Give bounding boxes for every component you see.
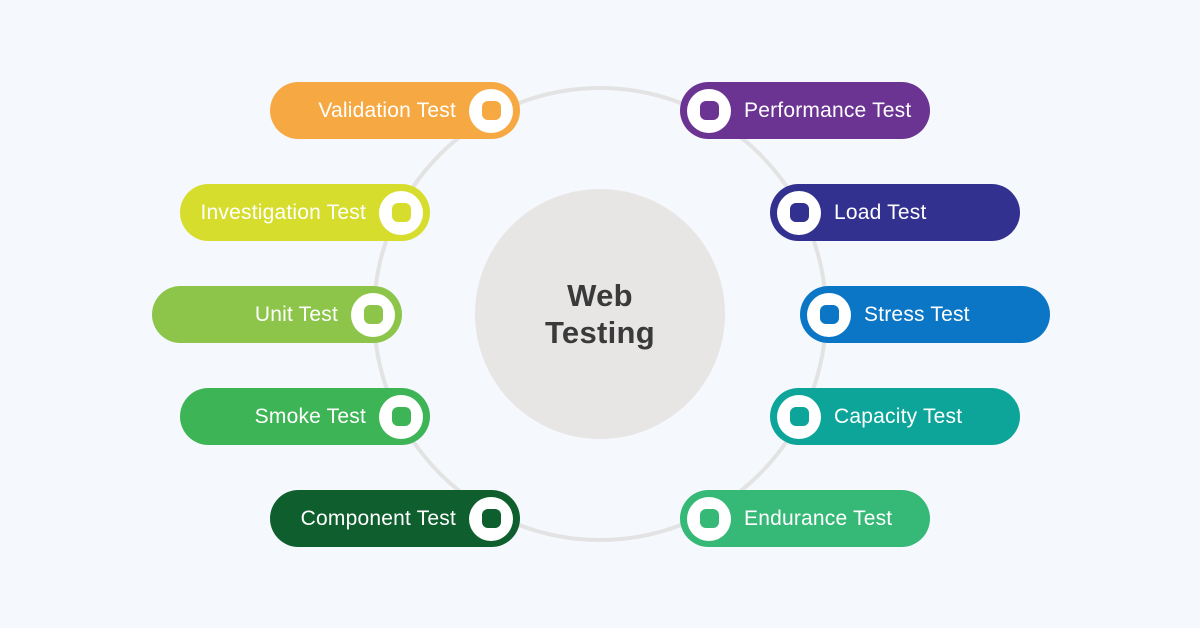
icon-inner-square	[391, 203, 411, 222]
icon-inner-square	[481, 101, 501, 120]
pill-unit-test: Unit Test	[152, 286, 402, 343]
pill-label: Load Test	[834, 200, 927, 224]
ring-square-icon	[379, 190, 423, 235]
pill-stress-test: Stress Test	[800, 286, 1050, 343]
pill-label: Capacity Test	[834, 404, 963, 428]
pill-label: Unit Test	[254, 302, 338, 326]
diagram-title-line-2: Testing	[544, 315, 656, 350]
pill-label: Stress Test	[864, 302, 970, 326]
pill-label: Validation Test	[318, 98, 456, 122]
icon-inner-square	[391, 407, 411, 426]
icon-inner-square	[481, 509, 501, 528]
ring-square-icon	[351, 292, 395, 337]
center-circle: Web Testing	[475, 189, 725, 439]
ring-square-icon	[469, 88, 513, 133]
pill-endurance-test: Endurance Test	[680, 490, 930, 547]
ring-square-icon	[777, 190, 821, 235]
ring-square-icon	[777, 394, 821, 439]
ring-square-icon	[469, 496, 513, 541]
pill-label: Smoke Test	[254, 404, 366, 428]
ring-square-icon	[687, 496, 731, 541]
pill-load-test: Load Test	[770, 184, 1020, 241]
icon-inner-square	[363, 305, 383, 324]
icon-inner-square	[699, 509, 719, 528]
ring-square-icon	[807, 292, 851, 337]
pill-capacity-test: Capacity Test	[770, 388, 1020, 445]
pill-smoke-test: Smoke Test	[180, 388, 430, 445]
icon-inner-square	[789, 407, 809, 426]
pill-validation-test: Validation Test	[270, 82, 520, 139]
pill-label: Endurance Test	[744, 506, 893, 530]
pill-label: Performance Test	[744, 98, 912, 122]
icon-inner-square	[789, 203, 809, 222]
ring-square-icon	[379, 394, 423, 439]
pill-label: Investigation Test	[200, 200, 366, 224]
pill-performance-test: Performance Test	[680, 82, 930, 139]
pill-investigation-test: Investigation Test	[180, 184, 430, 241]
diagram-title-line-1: Web	[567, 277, 633, 313]
pill-label: Component Test	[300, 506, 456, 530]
pill-component-test: Component Test	[270, 490, 520, 547]
icon-inner-square	[819, 305, 839, 324]
ring-square-icon	[687, 88, 731, 133]
icon-inner-square	[699, 101, 719, 120]
